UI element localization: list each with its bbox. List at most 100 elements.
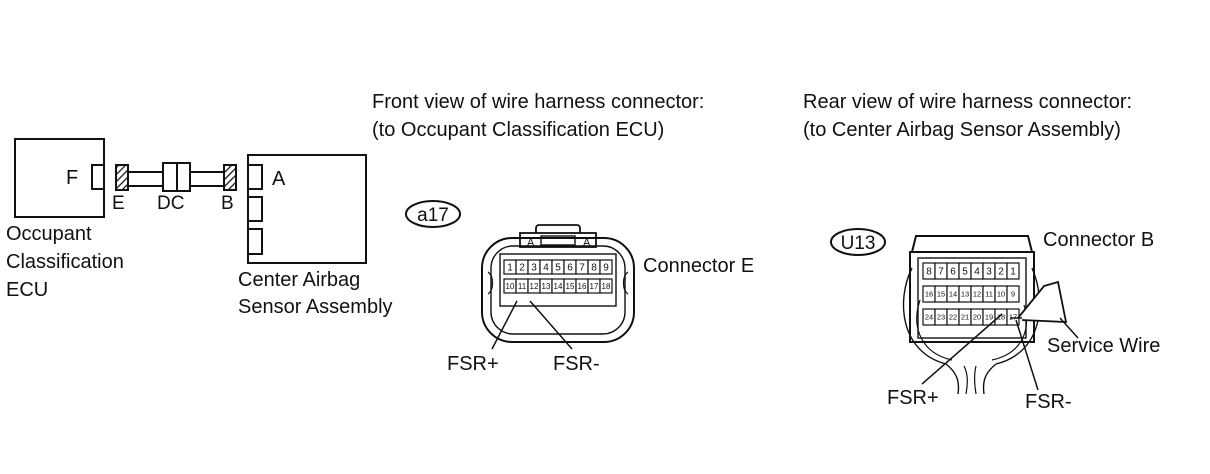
connector-b-fsr-minus: FSR- [1025, 391, 1072, 413]
connector-b-label: B [221, 193, 234, 214]
svg-text:5: 5 [962, 267, 968, 278]
connector-b-hatch [223, 164, 237, 191]
svg-text:20: 20 [973, 313, 981, 322]
svg-text:12: 12 [973, 290, 981, 299]
connector-e-pin-14: 14 [551, 278, 565, 294]
svg-text:23: 23 [937, 313, 945, 322]
svg-text:17: 17 [590, 282, 599, 291]
pin-a-label: A [272, 168, 286, 190]
connector-b-pin-15: 15 [934, 285, 948, 303]
connector-b-pin-8: 8 [922, 262, 936, 280]
svg-text:8: 8 [591, 263, 597, 274]
connector-e-pin-16: 16 [575, 278, 589, 294]
svg-text:4: 4 [974, 267, 980, 278]
front-view-heading: Front view of wire harness connector: [372, 91, 705, 113]
svg-text:15: 15 [937, 290, 945, 299]
svg-text:13: 13 [961, 290, 969, 299]
svg-text:11: 11 [985, 290, 993, 299]
connector-e-pin-13: 13 [539, 278, 553, 294]
svg-text:10: 10 [506, 282, 515, 291]
occupant-ecu-line-1: Occupant [6, 223, 92, 245]
connector-dc-symbol [162, 162, 191, 192]
connector-e-pin-18: 18 [599, 278, 613, 294]
svg-text:6: 6 [567, 263, 573, 274]
svg-text:14: 14 [949, 290, 957, 299]
connector-e-pin-5: 5 [551, 259, 565, 275]
connector-e-pin-6: 6 [563, 259, 577, 275]
connector-e-label: E [112, 193, 125, 214]
svg-text:10: 10 [997, 290, 1005, 299]
svg-text:1: 1 [507, 263, 513, 274]
connector-b-pin-10: 10 [994, 285, 1008, 303]
connector-b-pin-7: 7 [934, 262, 948, 280]
connector-b-pin-2: 2 [994, 262, 1008, 280]
connector-e-pin-7: 7 [575, 259, 589, 275]
connector-e-pin-15: 15 [563, 278, 577, 294]
rear-view-heading: Rear view of wire harness connector: [803, 91, 1133, 113]
svg-text:4: 4 [543, 263, 549, 274]
connector-e-pin-8: 8 [587, 259, 601, 275]
connector-b-pin-24: 24 [922, 308, 936, 326]
center-sensor-line-2: Sensor Assembly [238, 296, 393, 318]
connector-b-pin-11: 11 [982, 285, 996, 303]
connector-b-pin-23: 23 [934, 308, 948, 326]
svg-text:24: 24 [925, 313, 933, 322]
connector-b-name: Connector B [1043, 229, 1155, 251]
connector-b-pin-9: 9 [1006, 285, 1020, 303]
svg-text:A: A [527, 237, 535, 249]
connector-b-pin-4: 4 [970, 262, 984, 280]
connector-e-pin-12: 12 [527, 278, 541, 294]
front-view-subheading: (to Occupant Classification ECU) [372, 119, 665, 141]
connector-b-pin-21: 21 [958, 308, 972, 326]
occupant-ecu-line-3: ECU [6, 279, 49, 301]
connector-b-pin-3: 3 [982, 262, 996, 280]
occupant-ecu-box [14, 138, 105, 218]
connector-b-pin-22: 22 [946, 308, 960, 326]
svg-text:16: 16 [925, 290, 933, 299]
svg-text:14: 14 [554, 282, 563, 291]
svg-text:11: 11 [518, 282, 527, 291]
connector-e-pin-3: 3 [527, 259, 541, 275]
occupant-ecu-line-2: Classification [6, 251, 124, 273]
connector-e-fsr-plus: FSR+ [447, 353, 499, 375]
a17-code: a17 [417, 205, 449, 226]
svg-text:6: 6 [950, 267, 956, 278]
svg-text:18: 18 [602, 282, 611, 291]
svg-text:17: 17 [1009, 313, 1017, 322]
connector-e-pin-11: 11 [515, 278, 529, 294]
connector-b-pin-1: 1 [1006, 262, 1020, 280]
svg-text:12: 12 [530, 282, 539, 291]
center-sensor-line-1: Center Airbag [238, 269, 361, 291]
connector-b-pin-18: 18 [994, 308, 1008, 326]
svg-text:8: 8 [926, 267, 932, 278]
connector-b-pin-6: 6 [946, 262, 960, 280]
svg-text:9: 9 [1011, 290, 1015, 299]
u13-code: U13 [841, 233, 876, 254]
connector-b-pin-20: 20 [970, 308, 984, 326]
connector-e-pin-4: 4 [539, 259, 553, 275]
svg-text:7: 7 [579, 263, 585, 274]
connector-e-pin-9: 9 [599, 259, 613, 275]
connector-b-pin-14: 14 [946, 285, 960, 303]
a17-badge: a17 [405, 200, 461, 228]
connector-b-pin-16: 16 [922, 285, 936, 303]
connector-e-pin-2: 2 [515, 259, 529, 275]
svg-text:19: 19 [985, 313, 993, 322]
connector-b-fsr-plus: FSR+ [887, 387, 939, 409]
connector-b-pin-13: 13 [958, 285, 972, 303]
svg-text:7: 7 [938, 267, 944, 278]
svg-text:1: 1 [1010, 267, 1016, 278]
connector-e-hatch [115, 164, 129, 191]
svg-text:2: 2 [998, 267, 1004, 278]
svg-text:3: 3 [986, 267, 992, 278]
svg-text:2: 2 [519, 263, 525, 274]
svg-text:16: 16 [578, 282, 587, 291]
svg-text:9: 9 [603, 263, 609, 274]
svg-text:15: 15 [566, 282, 575, 291]
connector-e-pin-17: 17 [587, 278, 601, 294]
connector-e-pin-1: 1 [503, 259, 517, 275]
svg-text:5: 5 [555, 263, 561, 274]
connector-b-pin-12: 12 [970, 285, 984, 303]
